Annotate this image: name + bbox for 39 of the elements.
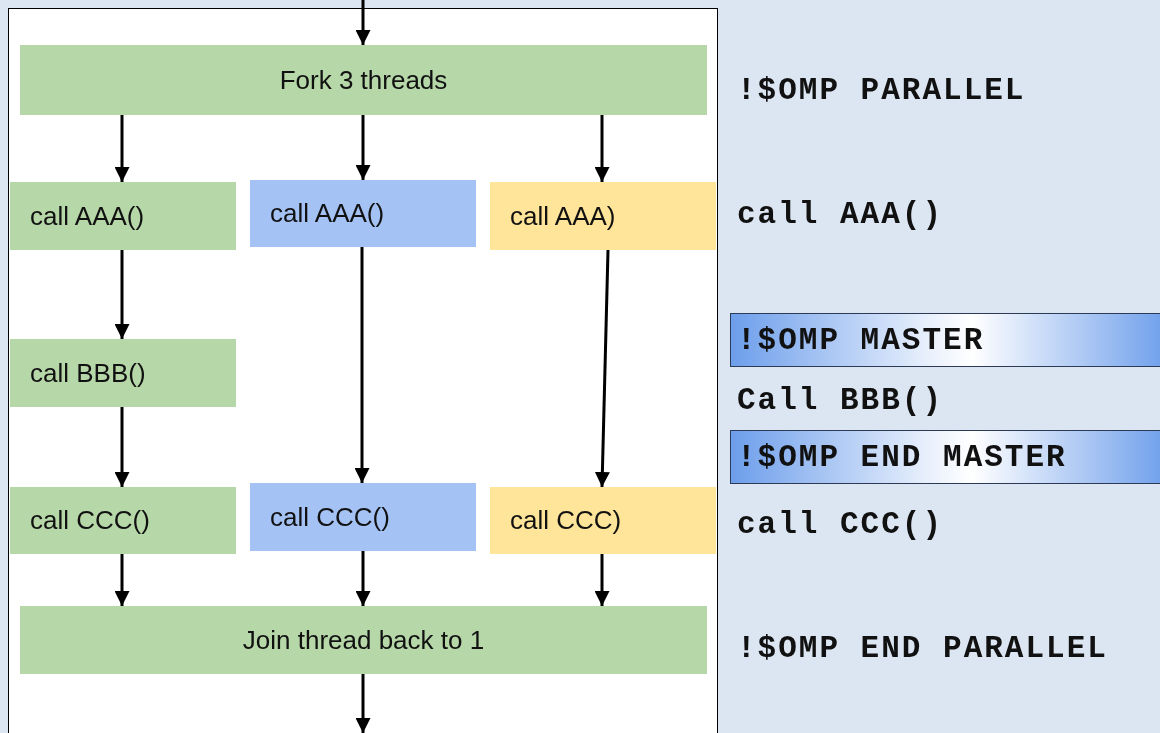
arrow <box>114 554 130 606</box>
thread-task-box <box>250 483 476 551</box>
thread-task-box <box>10 487 236 554</box>
arrow <box>354 247 370 483</box>
arrow <box>355 115 371 180</box>
code-line: !$OMP END PARALLEL <box>737 630 1108 666</box>
code-line: !$OMP PARALLEL <box>737 72 1026 108</box>
arrow <box>594 249 610 488</box>
thread-task-box <box>490 487 716 554</box>
arrow <box>594 115 610 182</box>
box-label: call CCC() <box>270 501 390 533</box>
arrow <box>114 115 130 182</box>
box-label: Join thread back to 1 <box>242 624 485 656</box>
code-line: Call BBB() <box>737 382 944 418</box>
box-label: call CCC) <box>510 505 622 536</box>
stage-box <box>20 45 707 115</box>
directive-band <box>730 313 1160 367</box>
thread-task-box <box>250 180 476 247</box>
code-line: call CCC() <box>737 506 944 542</box>
thread-task-box <box>490 182 716 250</box>
arrow <box>594 554 610 606</box>
stage-box <box>20 606 707 674</box>
thread-task-box <box>10 339 236 407</box>
directive-text: !$OMP MASTER <box>737 322 985 358</box>
thread-task-box <box>10 182 236 250</box>
code-line: call AAA() <box>737 196 944 232</box>
arrow <box>114 250 130 339</box>
directive-text: !$OMP END MASTER <box>737 439 1067 475</box>
box-label: call BBB() <box>30 357 146 389</box>
box-label: Fork 3 threads <box>279 64 448 96</box>
box-label: call AAA) <box>510 200 616 232</box>
directive-band <box>730 430 1160 484</box>
box-label: call AAA() <box>30 200 145 232</box>
arrow <box>355 0 371 45</box>
box-label: call CCC() <box>30 505 150 536</box>
box-label: call AAA() <box>270 198 385 229</box>
arrow <box>114 407 130 487</box>
arrow <box>355 674 371 733</box>
arrow <box>355 551 371 606</box>
